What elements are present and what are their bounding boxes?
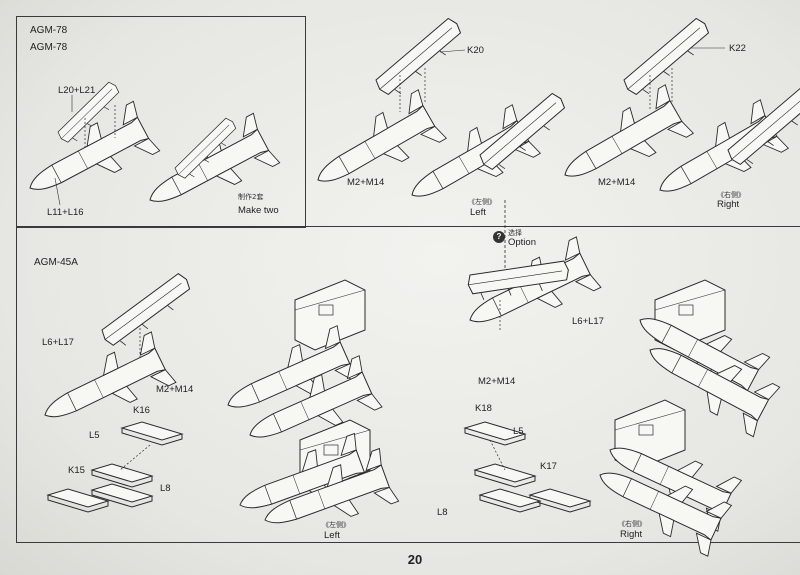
part-label-l11-l16: L11+L16 xyxy=(47,207,84,218)
right-cn-label-b: 《右侧》 xyxy=(618,520,646,528)
part-label-l8-a: L8 xyxy=(160,483,171,494)
part-label-m2-m14-d: M2+M14 xyxy=(478,376,516,387)
part-label-m2-m14-b: M2+M14 xyxy=(598,177,636,188)
part-label-k20: K20 xyxy=(467,45,484,56)
part-label-k18: K18 xyxy=(475,403,492,414)
part-label-l6-l17-a: L6+L17 xyxy=(42,337,74,348)
part-label-l20-l21: L20+L21 xyxy=(58,85,96,96)
agm45a-frame xyxy=(16,226,800,543)
option-cn-label: 选择 xyxy=(508,229,522,237)
section-title-agm78-1: AGM-78 xyxy=(30,25,68,36)
page-number: 20 xyxy=(407,552,423,567)
part-label-l5-a: L5 xyxy=(89,430,100,441)
make-two-label: Make two xyxy=(238,205,279,216)
left-cn-label-a: 《左侧》 xyxy=(468,198,496,206)
part-label-k22: K22 xyxy=(729,43,746,54)
option-label: Option xyxy=(508,237,536,248)
part-label-m2-m14-c: M2+M14 xyxy=(156,384,194,395)
left-cn-label-b: 《左侧》 xyxy=(322,521,350,529)
right-label-a: Right xyxy=(717,199,740,210)
part-label-k16: K16 xyxy=(133,405,150,416)
left-label-b: Left xyxy=(324,530,340,541)
right-label-b: Right xyxy=(620,529,643,540)
right-cn-label-a: 《右侧》 xyxy=(717,191,745,199)
option-icon: ? xyxy=(493,231,505,243)
left-label-a: Left xyxy=(470,207,486,218)
part-label-k15: K15 xyxy=(68,465,85,476)
part-label-m2-m14-a: M2+M14 xyxy=(347,177,385,188)
section-title-agm78-2: AGM-78 xyxy=(30,42,68,53)
part-label-l8-b: L8 xyxy=(437,507,448,518)
section-title-agm45a: AGM-45A xyxy=(34,257,78,268)
part-label-l5-b: L5 xyxy=(513,426,524,437)
part-label-l6-l17-b: L6+L17 xyxy=(572,316,604,327)
part-label-k17: K17 xyxy=(540,461,557,472)
agm78-frame xyxy=(16,16,306,228)
make-two-cn-label: 制作2套 xyxy=(238,193,264,201)
